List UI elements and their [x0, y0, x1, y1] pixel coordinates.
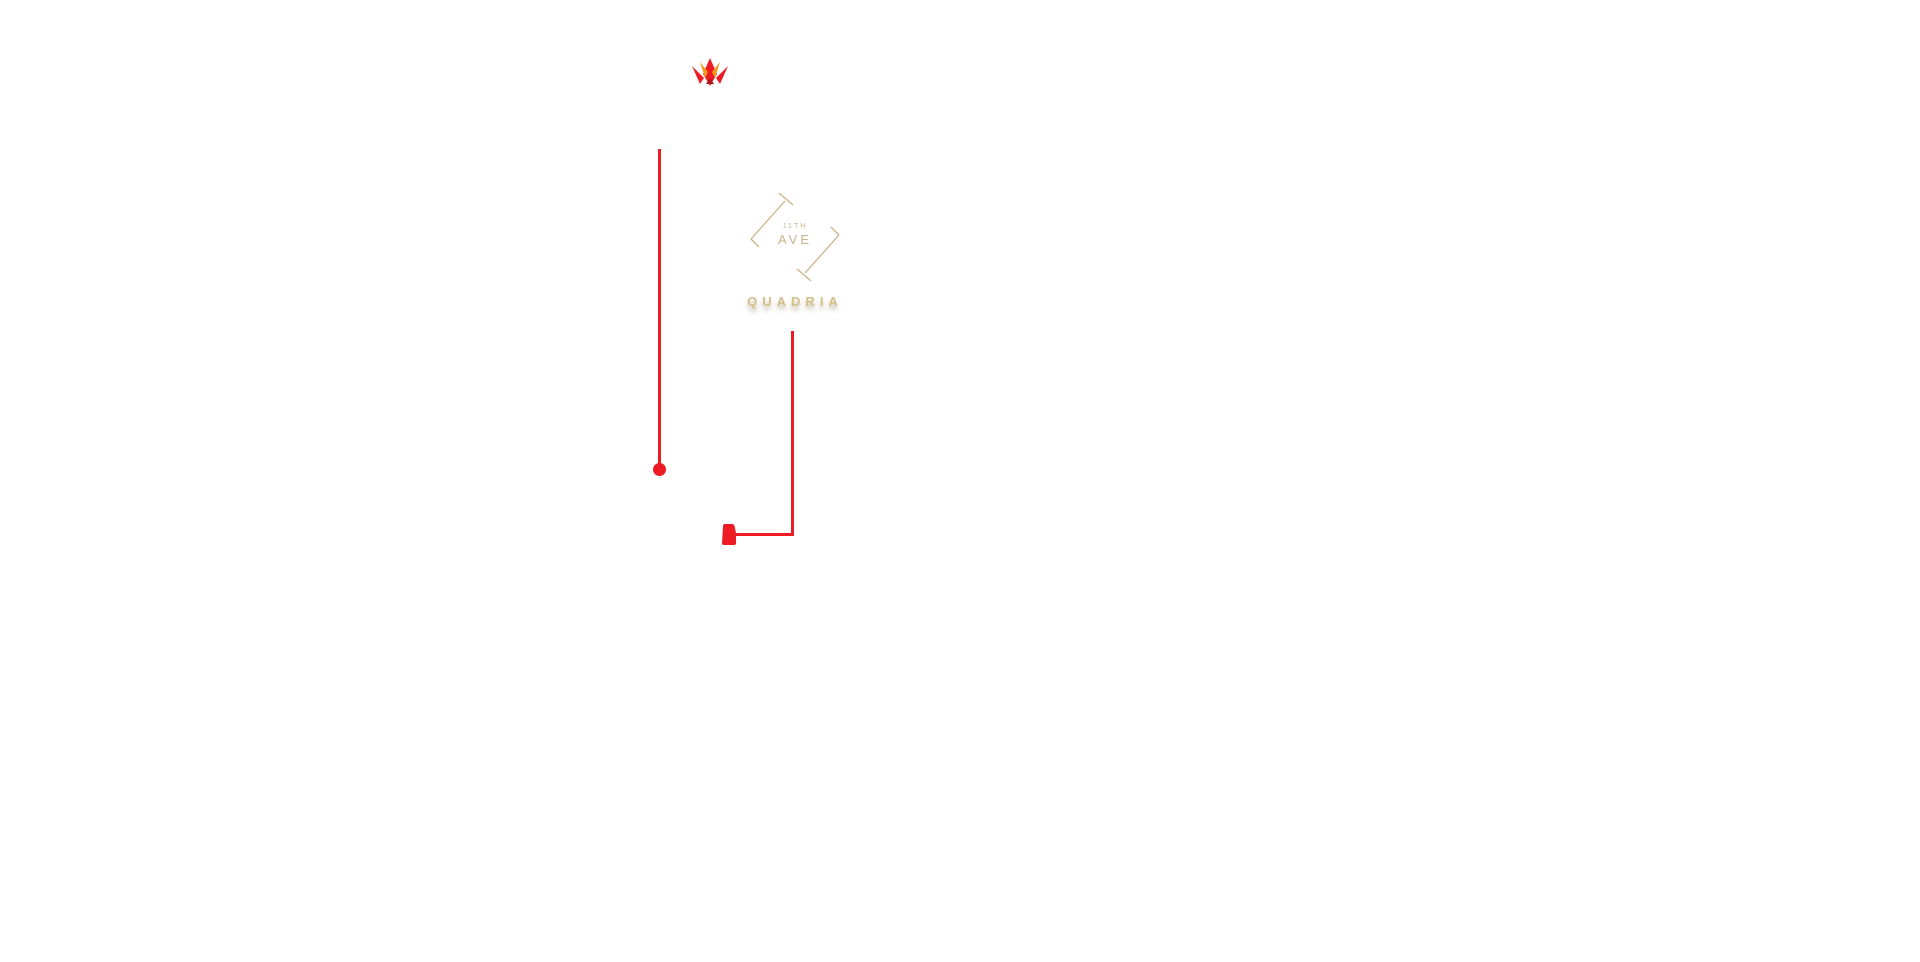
- circle-dot-icon: [653, 463, 666, 476]
- timeline-line-right-horizontal: [735, 533, 794, 536]
- timeline-line-right-vertical: [791, 331, 794, 536]
- quadria-name-text: QUADRIA: [747, 294, 843, 309]
- quadria-ave-text: AVE: [777, 232, 813, 247]
- quadria-small-text: 11TH: [782, 223, 808, 230]
- timeline-line-left: [658, 149, 661, 465]
- crown-logo-icon[interactable]: [692, 58, 728, 88]
- tag-marker-icon: [721, 524, 739, 545]
- quadria-logo[interactable]: 11TH AVE QUADRIA: [745, 187, 845, 317]
